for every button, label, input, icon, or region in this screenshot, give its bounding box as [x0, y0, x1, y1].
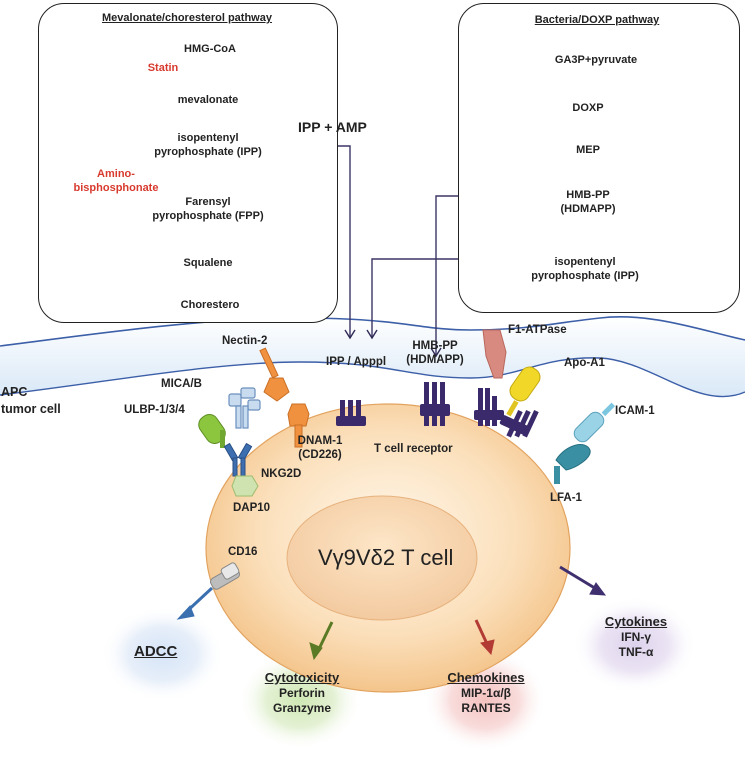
- hmg-coa-label: HMG-CoA: [184, 43, 236, 55]
- outcome-arrows: [176, 565, 607, 661]
- f1-atpase-label: F1-ATPase: [508, 324, 567, 336]
- cd16-receptor: [209, 562, 241, 590]
- tcr-hmbpp: [420, 382, 450, 426]
- mevalonate-pathway-box: [38, 3, 338, 323]
- tcr-label: T cell receptor: [374, 443, 453, 455]
- nectin-2-receptor: [259, 347, 290, 402]
- tcr-ipp: [336, 400, 366, 426]
- icam-1-ligand: [573, 402, 616, 443]
- cytokines-glow: [573, 597, 697, 693]
- ipp-amp-label: IPP + AMP: [298, 119, 367, 135]
- lfa-1-label: LFA-1: [550, 492, 582, 504]
- squalene-label: Squalene: [183, 257, 233, 269]
- ipp-appl-label: IPP / Apppl: [326, 356, 387, 368]
- cytotoxicity-block: Cytotoxicity Perforin Granzyme: [264, 670, 340, 715]
- apc-membrane: [0, 316, 745, 397]
- mica-b-label: MICA/B: [161, 378, 202, 390]
- apc-membrane-top: [0, 316, 745, 347]
- tcr-f1-atpase: [474, 388, 504, 426]
- mep-label: MEP: [576, 144, 600, 156]
- apc-membrane-bottom: [0, 357, 745, 398]
- lfa-1-receptor: [554, 444, 591, 484]
- apo-a1-ligand: [506, 366, 541, 417]
- hmb-pp-label: HMB-PP(HDMAPP): [560, 189, 616, 215]
- ga3p-label: GA3P+pyruvate: [554, 54, 638, 66]
- doxp-label: DOXP: [572, 102, 604, 114]
- statin-label: Statin: [147, 62, 179, 74]
- cholesterol-label: Chorestero: [180, 299, 240, 311]
- doxp-pathway-title: Bacteria/DOXP pathway: [534, 14, 660, 26]
- dap10-adaptor: [231, 475, 259, 497]
- dnam-1-receptor: [287, 403, 310, 448]
- chemokines-block: Chemokines MIP-1α/β RANTES: [447, 670, 525, 715]
- ulbp-ligand: [198, 414, 226, 448]
- nectin-2-label: Nectin-2: [222, 335, 268, 347]
- ulbp-label: ULBP-1/3/4: [124, 404, 185, 416]
- mica-b-ligand: [228, 387, 261, 429]
- adcc-label: ADCC: [134, 643, 178, 660]
- mevalonate-label: mevalonate: [177, 94, 239, 106]
- aminobisphosphonate-label: Amino-bisphosphonate: [73, 168, 159, 194]
- dnam-1-label: DNAM-1(CD226): [297, 435, 343, 461]
- dap10-label: DAP10: [233, 502, 271, 514]
- hmb-pp-receptor-label: HMB-PP(HDMAPP): [406, 340, 464, 366]
- icam-1-label: ICAM-1: [615, 405, 655, 417]
- nkg2d-label: NKG2D: [261, 468, 302, 480]
- mevalonate-pathway-title: Mevalonate/choresterol pathway: [102, 12, 272, 24]
- t-cell-name: Vγ9Vδ2 T cell: [318, 545, 454, 570]
- t-cell-nucleus: [286, 495, 478, 621]
- cytokines-block: Cytokines IFN-γ TNF-α: [604, 614, 668, 659]
- cd16-label: CD16: [228, 546, 258, 558]
- adcc-glow: [101, 606, 225, 702]
- tcr-apo-a1: [499, 410, 539, 438]
- doxp-pathway-box: [458, 3, 740, 313]
- f1-atpase-ligand: [482, 329, 507, 379]
- apo-a1-label: Apo-A1: [564, 357, 605, 369]
- nkg2d-receptor: [223, 442, 253, 477]
